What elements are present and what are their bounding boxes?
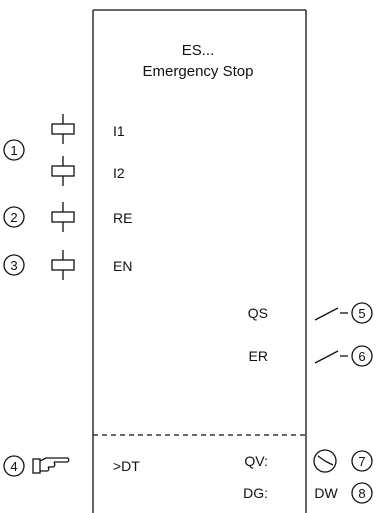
input-label-en: EN xyxy=(113,258,132,274)
function-block-outline xyxy=(92,9,307,513)
output-qs: QS 5 xyxy=(248,302,373,324)
input-contact-icon xyxy=(51,202,75,232)
callout-4: 4 xyxy=(3,455,25,477)
callout-2: 2 xyxy=(3,206,25,228)
callout-3: 3 xyxy=(3,254,25,276)
normally-open-contact-icon xyxy=(314,307,348,321)
callout-1-label: 1 xyxy=(10,143,17,158)
input-re: 2 RE xyxy=(3,202,132,232)
callout-4-label: 4 xyxy=(10,459,17,474)
output-label-qs: QS xyxy=(248,305,268,321)
parameter-qv: QV: 7 xyxy=(244,449,373,473)
callout-1: 1 xyxy=(3,139,25,161)
hand-pointer-icon xyxy=(32,457,70,474)
input-label-i1: I1 xyxy=(113,123,125,139)
input-i1: I1 xyxy=(51,114,125,144)
block-title: ES... xyxy=(182,42,215,59)
input-i2: I2 xyxy=(51,156,125,186)
parameter-value-dw: DW xyxy=(314,485,338,501)
input-en: 3 EN xyxy=(3,250,132,280)
input-label-i2: I2 xyxy=(113,165,125,181)
normally-open-contact-icon xyxy=(314,350,348,364)
output-label-er: ER xyxy=(249,348,268,364)
parameter-label-dg: DG: xyxy=(243,485,268,501)
input-contact-icon xyxy=(51,114,75,144)
callout-8: 8 xyxy=(351,482,373,504)
input-contact-icon xyxy=(51,156,75,186)
callout-7: 7 xyxy=(351,450,373,472)
callout-5-label: 5 xyxy=(358,306,365,321)
input-contact-icon xyxy=(51,250,75,280)
callout-5: 5 xyxy=(351,302,373,324)
block-subtitle: Emergency Stop xyxy=(143,63,254,80)
input-label-re: RE xyxy=(113,210,132,226)
callout-7-label: 7 xyxy=(358,454,365,469)
callout-6: 6 xyxy=(351,345,373,367)
output-er: ER 6 xyxy=(249,345,373,367)
parameter-dg: DG: DW 8 xyxy=(243,482,373,504)
callout-6-label: 6 xyxy=(358,349,365,364)
parameter-dt: 4 >DT xyxy=(3,455,140,477)
callout-8-label: 8 xyxy=(358,486,365,501)
callout-2-label: 2 xyxy=(10,210,17,225)
parameter-label-qv: QV: xyxy=(244,453,268,469)
parameter-label-dt: >DT xyxy=(113,458,140,474)
callout-3-label: 3 xyxy=(10,258,17,273)
clock-icon xyxy=(313,449,337,473)
